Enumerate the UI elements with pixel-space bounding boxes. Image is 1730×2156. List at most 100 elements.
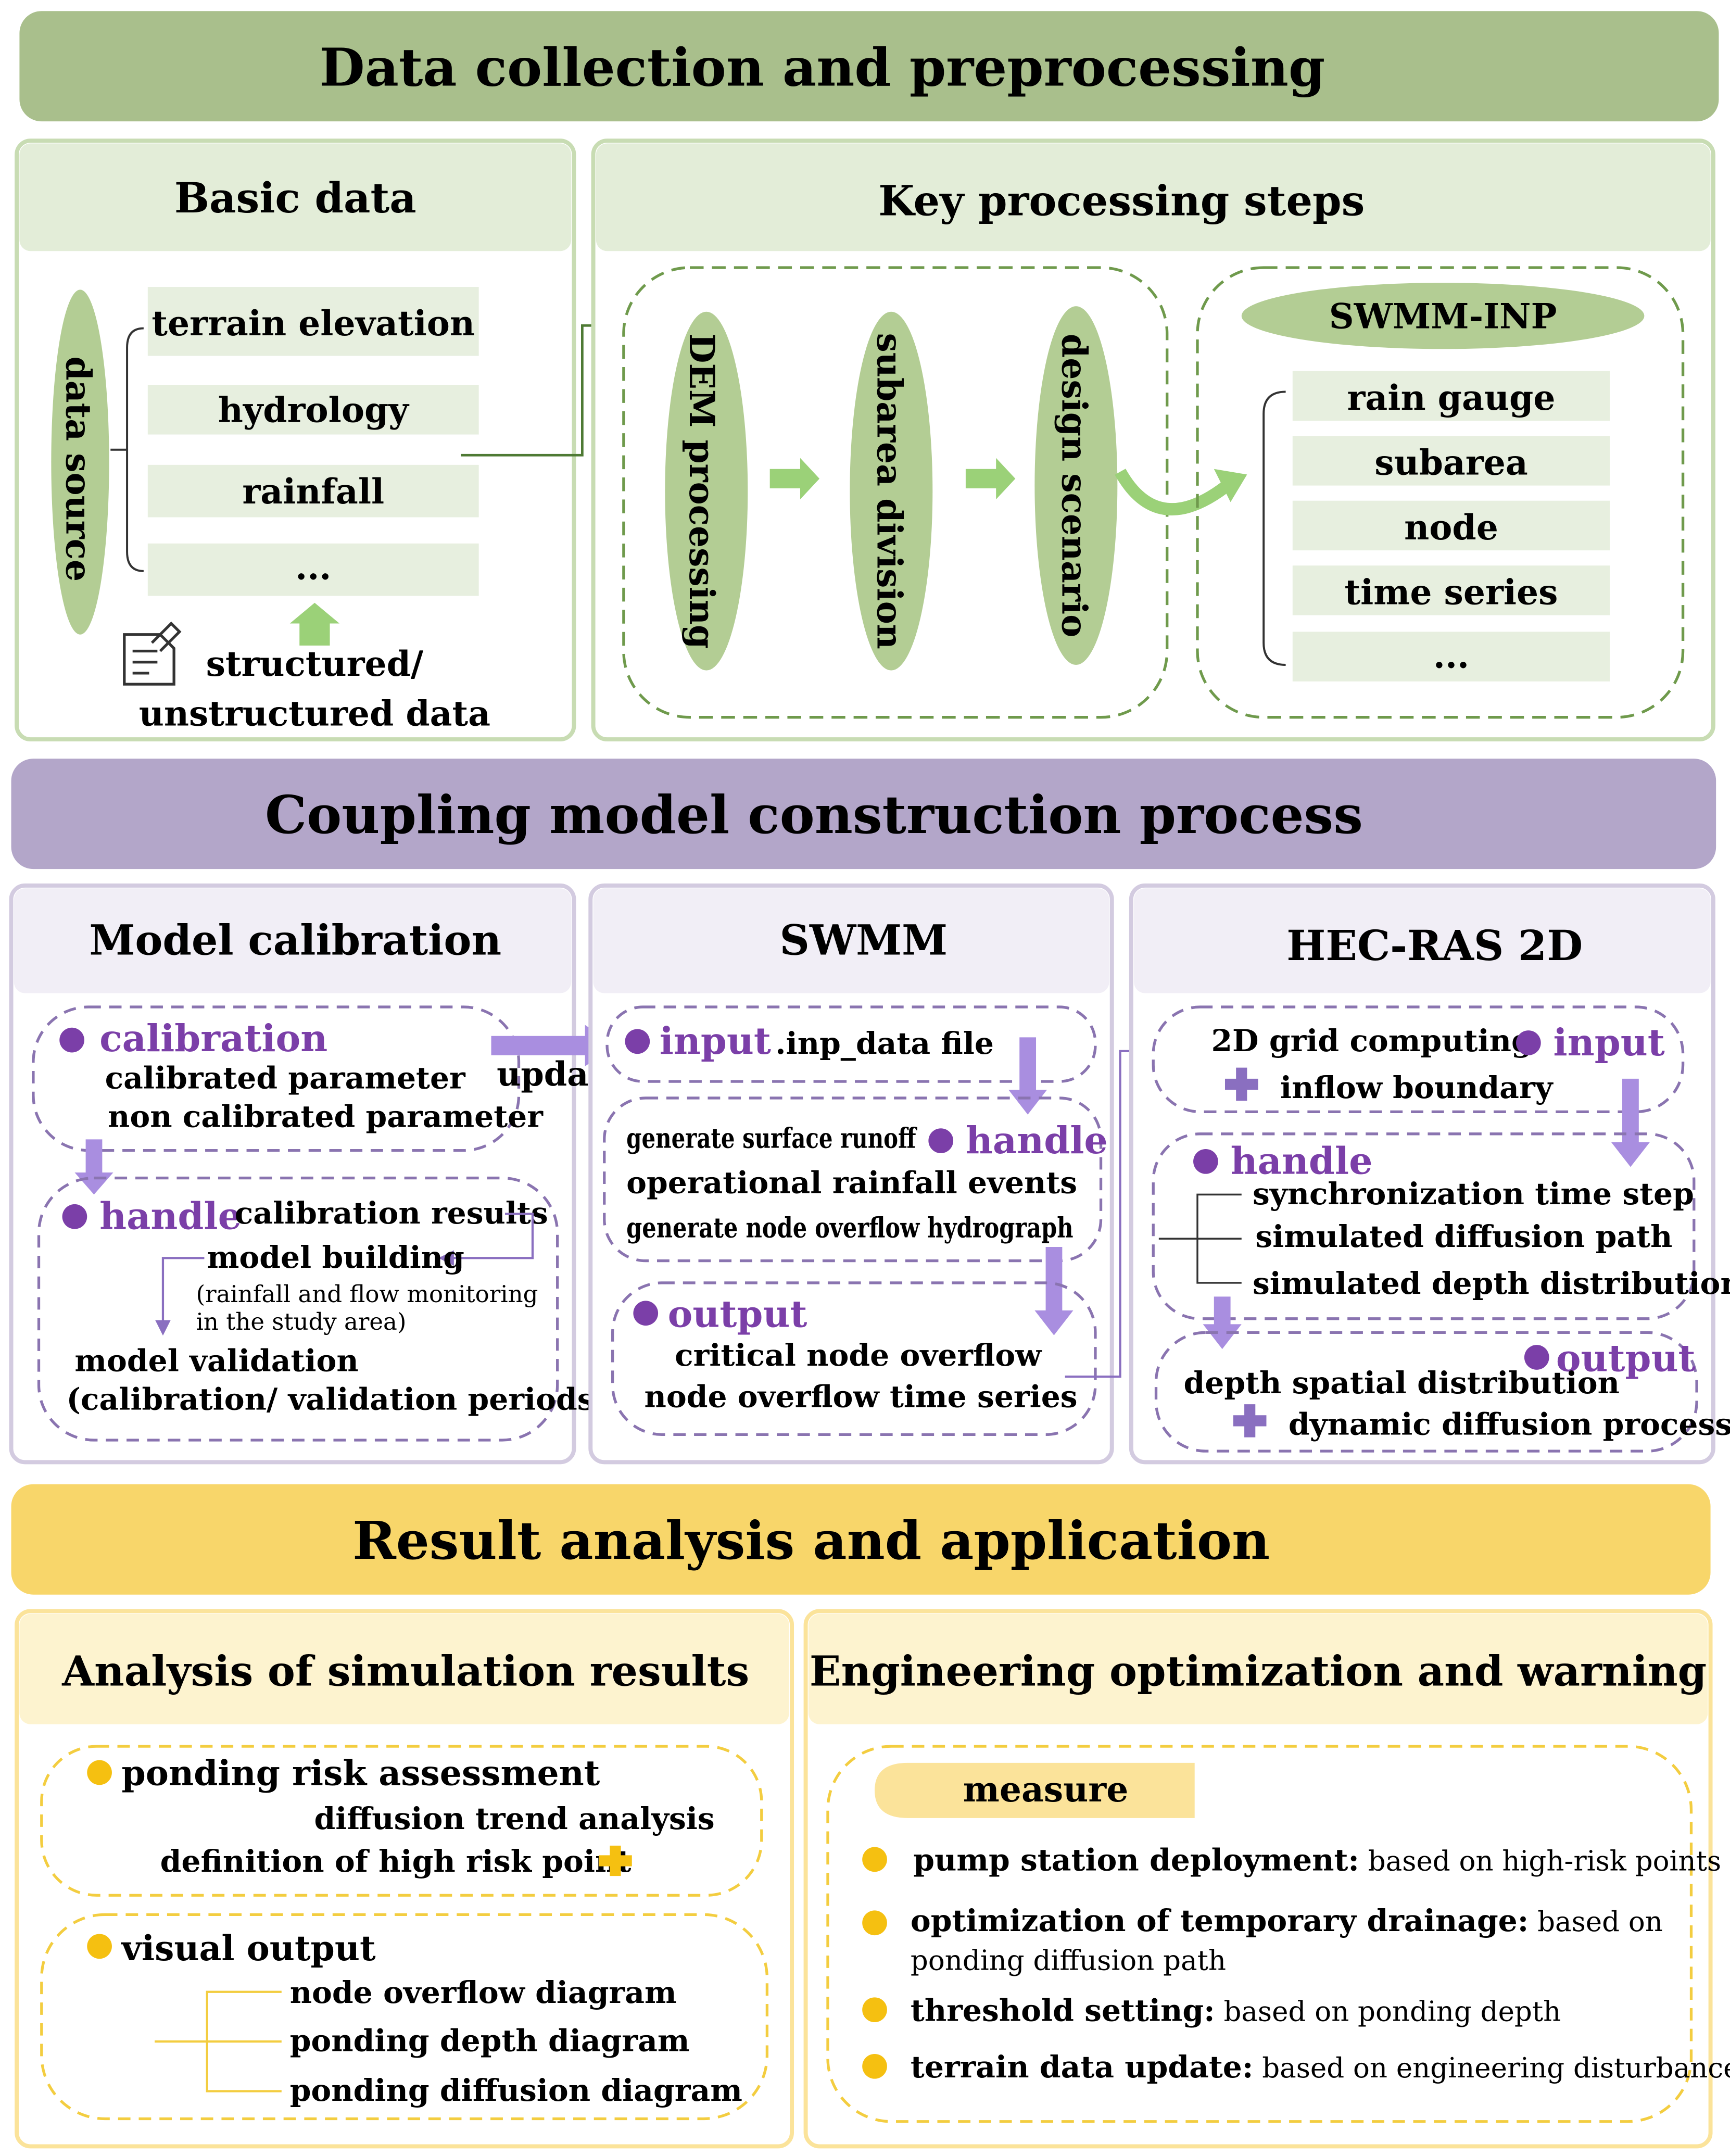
step-arrow-2 <box>965 458 1016 500</box>
visual-title: visual output <box>120 1928 376 1969</box>
basic-item-box-2 <box>147 385 479 435</box>
step-arrow-1 <box>769 458 820 500</box>
basic-item-terrain-elevation: terrain elevation <box>151 303 475 344</box>
swmm-input-dashed-box <box>605 1005 1097 1083</box>
inp-bracket <box>1262 390 1286 666</box>
model-building: model building <box>207 1239 464 1275</box>
steps-dashed-group <box>622 266 1169 719</box>
measure-dot-pump <box>862 1847 887 1872</box>
measure-drainage-line2: ponding diffusion path <box>911 1945 1226 1976</box>
swmm-output-time-series: node overflow time series <box>644 1378 1077 1414</box>
calibrated-parameter: calibrated parameter <box>105 1060 466 1095</box>
swmm-output-label: output <box>668 1292 807 1336</box>
visual-bracket <box>155 1990 282 2092</box>
step-subarea-division: subarea division <box>869 333 910 649</box>
swmm-handle-line-hydrograph: generate node overflow hydrograph <box>626 1212 1073 1244</box>
inp-item-subarea: subarea <box>1374 442 1528 483</box>
step-subarea-ellipse <box>850 311 933 671</box>
hecras-header <box>1134 888 1711 993</box>
inp-item-box-3 <box>1292 500 1610 551</box>
measure-terrain-rest: based on engineering disturbance <box>1253 2052 1730 2084</box>
section-band-result <box>11 1484 1711 1595</box>
basic-item-ellipsis: ... <box>295 547 331 588</box>
structured-note-line1: structured/ <box>206 644 424 684</box>
step-design-scenario: design scenario <box>1054 334 1094 637</box>
swmm-input-label: input <box>660 1019 771 1063</box>
risk-title: ponding risk assessment <box>121 1752 600 1793</box>
monitoring-line1: (rainfall and flow monitoring <box>196 1280 538 1308</box>
update-arrow <box>491 1025 615 1066</box>
visual-ponding-depth: ponding depth diagram <box>290 2023 690 2059</box>
hecras-title: HEC-RAS 2D <box>1286 921 1583 970</box>
calibration-results: calibration results <box>235 1195 548 1231</box>
hecras-handle-to-output-arrow <box>1203 1296 1242 1350</box>
hecras-handle-dot <box>1193 1149 1218 1174</box>
swmm-handle-dot <box>928 1128 954 1153</box>
plus-icon-diffusion <box>1233 1404 1267 1438</box>
basic-data-title: Basic data <box>174 173 416 222</box>
hecras-handle-path: simulated diffusion path <box>1255 1218 1672 1254</box>
swmm-handle-to-output-arrow <box>1034 1247 1074 1335</box>
basic-item-rainfall: rainfall <box>242 471 384 512</box>
swmm-output-dot <box>633 1301 659 1326</box>
hecras-handle-depth: simulated depth distribution <box>1253 1265 1730 1301</box>
swmm-handle-line-runoff: generate surface runoff <box>626 1122 917 1154</box>
section-band-coupling <box>11 759 1716 869</box>
basic-item-box-4 <box>147 543 479 596</box>
hecras-output-label: output <box>1556 1336 1696 1380</box>
calibration-header <box>14 888 572 993</box>
analysis-title: Analysis of simulation results <box>61 1647 749 1696</box>
swmm-inp-title: SWMM-INP <box>1329 296 1557 337</box>
calib-handle-label: handle <box>99 1194 242 1238</box>
measure-threshold-rest: based on ponding depth <box>1215 1996 1561 2027</box>
swmm-inp-ellipse <box>1241 283 1645 349</box>
section-title-coupling: Coupling model construction process <box>265 784 1363 846</box>
measure-threshold-bold: threshold setting: <box>911 1992 1215 2028</box>
swmm-handle-line-events: operational rainfall events <box>626 1165 1077 1201</box>
calib-handle-dashed-box <box>37 1176 559 1442</box>
structured-note-line2: unstructured data <box>139 694 490 734</box>
hecras-handle-sync: synchronization time step <box>1253 1176 1694 1212</box>
data-source-label: data source <box>58 356 99 582</box>
hecras-output-depth: depth spatial distribution <box>1184 1365 1620 1401</box>
step-dem-processing: DEM processing <box>681 333 722 649</box>
swmm-handle-label: handle <box>966 1118 1108 1162</box>
measure-terrain-bold: terrain data update: <box>911 2049 1253 2085</box>
measure-dot-threshold <box>862 1997 887 2023</box>
inp-item-rain-gauge: rain gauge <box>1347 377 1556 418</box>
inp-item-box-2 <box>1292 436 1610 486</box>
swmm-panel <box>588 883 1114 1465</box>
data-source-bracket <box>110 327 144 572</box>
measure-dot-terrain <box>862 2053 887 2079</box>
measure-threshold: threshold setting: based on ponding dept… <box>911 1992 1561 2028</box>
model-validation: model validation <box>74 1342 358 1378</box>
inp-item-time-series: time series <box>1345 572 1558 612</box>
curved-arrow-to-inp <box>1115 469 1235 515</box>
step-design-ellipse <box>1034 306 1118 665</box>
swmm-inp-dashed-group <box>1196 266 1685 719</box>
hecras-input-dot <box>1516 1030 1541 1055</box>
swmm-handle-dashed-box <box>603 1096 1103 1263</box>
calibration-dot <box>59 1027 84 1053</box>
calibration-label: calibration <box>99 1016 327 1060</box>
visual-node-overflow: node overflow diagram <box>290 1974 677 2010</box>
up-arrow-structured <box>289 602 340 646</box>
measure-pump-bold: pump station deployment: <box>913 1842 1359 1878</box>
hecras-input-to-handle-arrow <box>1611 1078 1650 1167</box>
hecras-handle-label: handle <box>1231 1139 1373 1183</box>
hecras-grid-text: 2D grid computing <box>1211 1023 1532 1058</box>
risk-dot <box>87 1760 112 1785</box>
calib-handle-dot <box>62 1204 87 1229</box>
hecras-input-label: input <box>1554 1020 1665 1064</box>
hecras-output-dot <box>1524 1345 1549 1370</box>
basic-item-box-3 <box>147 464 479 518</box>
section-title-data-collection: Data collection and preprocessing <box>319 36 1325 98</box>
visual-dashed-box <box>40 1913 769 2121</box>
swmm-input-dot <box>625 1029 650 1054</box>
curved-arrow-head <box>1214 469 1247 502</box>
engineering-panel <box>803 1609 1713 2149</box>
risk-diffusion-trend: diffusion trend analysis <box>314 1800 715 1836</box>
monitoring-line2: in the study area) <box>196 1308 407 1335</box>
basic-item-hydrology: hydrology <box>218 390 410 431</box>
